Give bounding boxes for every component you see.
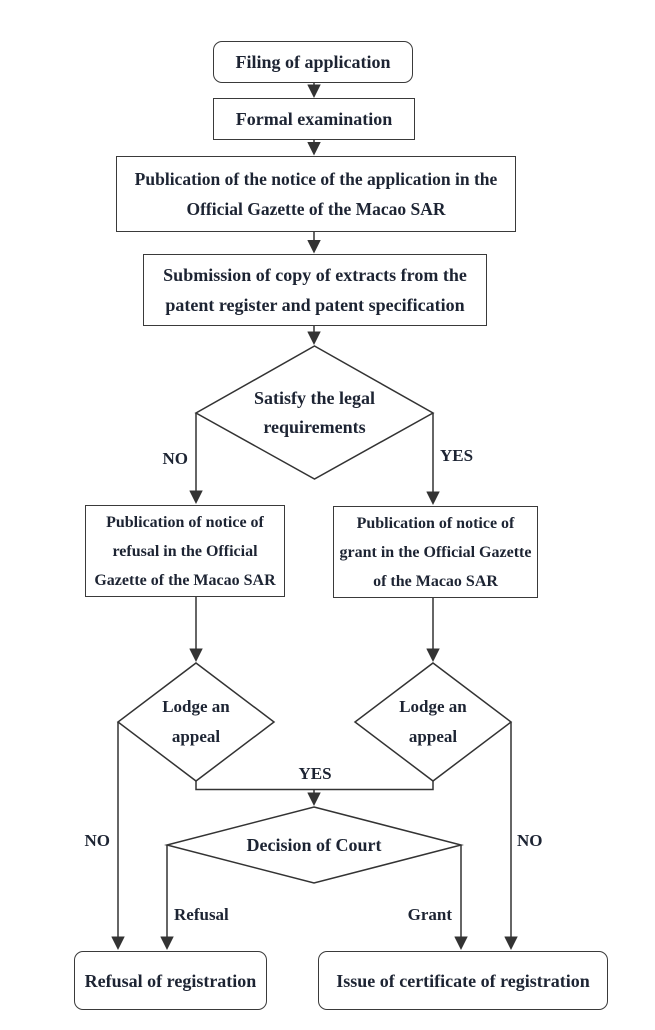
- node-publication-of-grant: Publication of notice of grant in the Of…: [333, 506, 538, 598]
- node-text: refusal in the Official: [112, 542, 258, 560]
- node-text: Official Gazette of the Macao SAR: [186, 199, 446, 219]
- node-text: Issue of certificate of registration: [336, 970, 590, 991]
- edge-label-court-refusal: Refusal: [174, 905, 229, 924]
- node-refusal-of-registration: Refusal of registration: [74, 951, 267, 1010]
- node-text: Publication of notice of: [106, 513, 264, 531]
- node-formal-examination: Formal examination: [213, 98, 415, 140]
- edge-label-satisfy-yes: YES: [440, 446, 474, 465]
- edge-label-appeal-no-right: NO: [517, 831, 543, 850]
- node-issue-of-certificate: Issue of certificate of registration: [318, 951, 608, 1010]
- node-text: patent register and patent specification: [165, 295, 465, 315]
- node-submission-of-extracts: Submission of copy of extracts from the …: [143, 254, 487, 326]
- diamond-lodge-appeal-right: [353, 662, 513, 782]
- diamond-satisfy-requirements: [194, 345, 435, 480]
- node-text: Refusal of registration: [84, 970, 257, 991]
- edge-label-appeal-no-left: NO: [84, 831, 111, 850]
- node-text: Publication of notice of: [356, 514, 515, 532]
- diamond-lodge-appeal-left: [116, 662, 276, 782]
- node-publication-of-refusal: Publication of notice of refusal in the …: [85, 505, 285, 597]
- node-text: Submission of copy of extracts from the: [163, 265, 467, 285]
- edge-label-appeal-yes: YES: [298, 764, 332, 783]
- node-text: Filing of application: [235, 52, 391, 72]
- edge-label-satisfy-no: NO: [162, 449, 189, 468]
- node-filing-of-application: Filing of application: [213, 41, 413, 83]
- diamond-decision-of-court: [164, 806, 464, 884]
- node-text: grant in the Official Gazette: [339, 543, 532, 561]
- node-text: Formal examination: [235, 109, 393, 129]
- edge-label-court-grant: Grant: [407, 905, 452, 924]
- node-publication-of-application: Publication of the notice of the applica…: [116, 156, 516, 232]
- node-text: of the Macao SAR: [373, 572, 498, 590]
- node-text: Gazette of the Macao SAR: [94, 571, 276, 589]
- node-text: Publication of the notice of the applica…: [134, 169, 498, 189]
